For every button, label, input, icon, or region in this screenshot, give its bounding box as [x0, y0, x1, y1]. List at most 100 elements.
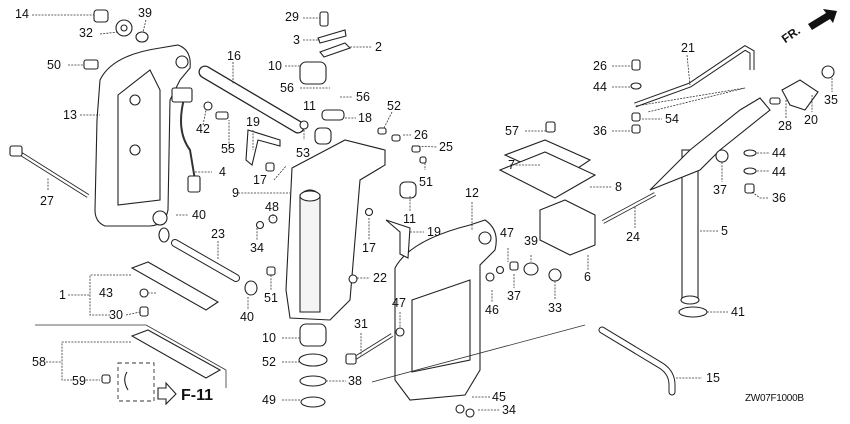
- callout-38: 38: [348, 374, 362, 388]
- stern-bracket-right: [394, 219, 497, 401]
- callout-39: 39: [138, 6, 152, 20]
- washer-41: [678, 306, 708, 318]
- callout-3: 3: [293, 33, 300, 47]
- callout-15: 15: [706, 371, 720, 385]
- callout-34-left: 34: [250, 241, 264, 255]
- callout-48: 48: [265, 200, 279, 214]
- callout-50: 50: [47, 58, 61, 72]
- callout-40a: 40: [192, 208, 206, 222]
- callout-44-low: 44: [772, 165, 786, 179]
- callout-58: 58: [32, 355, 46, 369]
- callout-11-lower: 11: [403, 212, 416, 226]
- lever-19-upper: [245, 129, 281, 166]
- small-hardware: [101, 59, 835, 418]
- callout-26-left: 26: [414, 128, 428, 142]
- callout-13: 13: [63, 108, 77, 122]
- callout-23: 23: [211, 227, 225, 241]
- callout-35: 35: [824, 93, 838, 107]
- valve-block-6: [539, 199, 596, 256]
- callout-47-upper: 47: [500, 226, 514, 240]
- plate-49: [300, 396, 326, 408]
- callout-27: 27: [40, 194, 54, 208]
- swivel-case-9: [285, 139, 386, 321]
- nut-14: [93, 9, 109, 23]
- callout-56a: 56: [280, 81, 294, 95]
- callout-17-upper: 17: [253, 173, 267, 187]
- bushing-10-upper: [299, 61, 327, 85]
- callout-16: 16: [227, 49, 241, 63]
- pin-18: [321, 109, 345, 121]
- callout-1: 1: [59, 288, 66, 302]
- pin-23: [171, 239, 240, 282]
- callout-36-left: 36: [593, 124, 607, 138]
- callout-20: 20: [804, 113, 818, 127]
- plate-38: [299, 375, 327, 387]
- callout-5: 5: [721, 224, 728, 238]
- callout-59: 59: [72, 374, 86, 388]
- callout-18: 18: [358, 111, 372, 125]
- callout-25: 25: [439, 140, 453, 154]
- reference-arrow-icon: [157, 381, 177, 406]
- callout-10-upper: 10: [268, 59, 282, 73]
- callout-47-lower: 47: [392, 296, 406, 310]
- clamp-plate-1: [130, 261, 220, 311]
- callout-53: 53: [296, 146, 310, 160]
- callout-24: 24: [626, 230, 640, 244]
- callout-45: 45: [492, 390, 506, 404]
- washer-40-b: [244, 280, 258, 296]
- washer-39: [135, 31, 149, 43]
- washer-40-a: [158, 227, 170, 243]
- callout-41: 41: [731, 305, 745, 319]
- callout-57: 57: [505, 124, 519, 138]
- bushing-32: [115, 19, 133, 37]
- callout-46: 46: [485, 303, 499, 317]
- front-direction-arrow-icon: [808, 9, 837, 30]
- wire-harness-4: [171, 87, 201, 193]
- callout-4: 4: [219, 165, 226, 179]
- callout-8: 8: [615, 180, 622, 194]
- steering-shaft-5: [649, 97, 771, 305]
- bushing-10-lower: [299, 323, 327, 347]
- callout-10-lower: 10: [262, 331, 276, 345]
- bolt-29: [319, 11, 329, 27]
- callout-55: 55: [221, 142, 235, 156]
- callout-37-right: 37: [713, 183, 727, 197]
- bushing-11-upper: [314, 127, 332, 145]
- callout-11-upper: 11: [303, 99, 316, 113]
- stern-bracket-left: [94, 44, 191, 227]
- callout-42: 42: [196, 122, 210, 136]
- callout-37-lower: 37: [507, 289, 521, 303]
- callout-39-lower: 39: [524, 234, 538, 248]
- gasket-8: [498, 151, 597, 199]
- callout-30: 30: [109, 308, 123, 322]
- figure-reference-label[interactable]: F-11: [181, 387, 214, 404]
- callout-52-lower: 52: [262, 355, 276, 369]
- tilt-tube-16: [198, 65, 305, 134]
- bracket-20: [781, 79, 819, 111]
- callout-6: 6: [584, 270, 591, 284]
- callout-40b: 40: [240, 310, 254, 324]
- rod-24: [602, 192, 656, 224]
- callout-54: 54: [665, 112, 679, 126]
- seal-52-lower: [298, 353, 328, 367]
- drawing-code: ZW07F1000B: [745, 393, 804, 404]
- bushing-11-lower: [399, 181, 417, 199]
- callout-44-mid: 44: [772, 146, 786, 160]
- callout-52-upper: 52: [387, 99, 401, 113]
- callout-56b: 56: [356, 90, 370, 104]
- lever-3: [317, 29, 347, 44]
- callout-19-upper: 19: [246, 115, 260, 129]
- bolt-31: [345, 333, 394, 365]
- callout-49: 49: [262, 393, 276, 407]
- callout-31: 31: [354, 317, 368, 331]
- lever-19-lower: [385, 219, 411, 259]
- callout-34-lower: 34: [502, 403, 516, 417]
- leader-lines: [32, 14, 833, 411]
- callout-29: 29: [285, 10, 299, 24]
- callout-17-lower: 17: [362, 241, 376, 255]
- callout-12: 12: [465, 186, 479, 200]
- grease-fitting-50: [83, 59, 99, 70]
- clamp-plate-58: [130, 329, 222, 379]
- callout-7: 7: [508, 158, 515, 172]
